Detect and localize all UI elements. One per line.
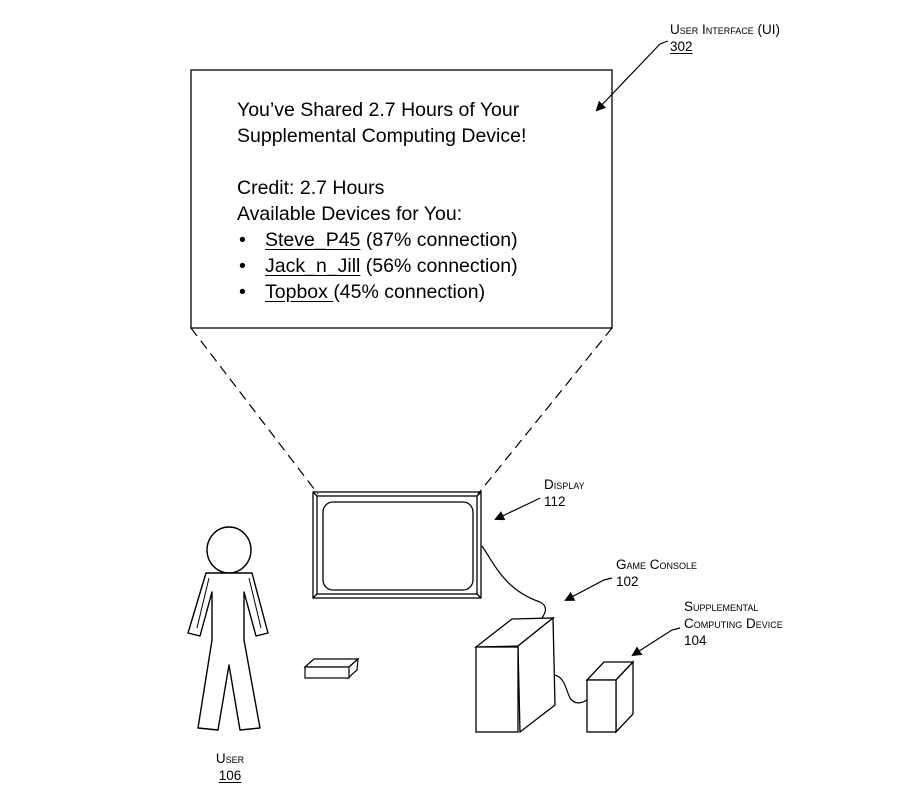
display-label-ref: 112 [544, 494, 566, 509]
device-connection-detail: (56% connection) [360, 255, 518, 277]
game-console [474, 616, 556, 734]
ui-label-name: User Interface (UI) [670, 22, 781, 37]
ui-headline-line2: Supplemental Computing Device! [237, 125, 527, 147]
ui-label: User Interface (UI) 302 [670, 21, 780, 55]
supplemental-computing-device [585, 660, 635, 734]
ui-headline-line1: You’ve Shared 2.7 Hours of Your [237, 99, 520, 121]
device-list-item: Jack_n_Jill (56% connection) [237, 253, 597, 279]
credit-text: Credit: 2.7 Hours [237, 177, 385, 199]
display-device [312, 491, 482, 599]
ui-screen-content: You’ve Shared 2.7 Hours of Your Suppleme… [237, 97, 597, 305]
ui-callout-arrow [595, 40, 669, 112]
display-label-name: Display [544, 477, 585, 492]
projection-line-left [190, 327, 319, 495]
display-console-cable [481, 545, 547, 619]
available-devices-heading: Available Devices for You: [237, 203, 463, 225]
projection-line-right [477, 327, 613, 495]
ui-label-ref: 302 [670, 39, 693, 54]
spacer [237, 149, 597, 175]
device-link-topbox[interactable]: Topbox [265, 281, 334, 303]
user-figure [187, 526, 269, 731]
supplemental-label-line2: Computing Device [684, 616, 783, 631]
device-list-item: Steve_P45 (87% connection) [237, 227, 597, 253]
user-label: User 106 [210, 750, 250, 784]
supplemental-label-line1: Supplemental [684, 599, 759, 614]
console-label-ref: 102 [616, 574, 639, 589]
console-label-name: Game Console [616, 557, 698, 572]
console-callout-arrow [564, 577, 613, 601]
console-supplemental-cable [554, 674, 591, 704]
device-link-jack-n-jill[interactable]: Jack_n_Jill [265, 255, 361, 277]
supplemental-label-ref: 104 [684, 633, 707, 648]
game-controller [303, 657, 360, 680]
device-connection-detail: (45% connection) [333, 281, 486, 303]
user-label-name: User [215, 751, 245, 766]
device-list-item: Topbox (45% connection) [237, 279, 597, 305]
device-link-steve-p45[interactable]: Steve_P45 [265, 229, 361, 251]
user-label-ref: 106 [218, 768, 242, 783]
supplemental-label: Supplemental Computing Device 104 [684, 598, 783, 649]
display-callout-arrow [494, 497, 541, 521]
console-label: Game Console 102 [616, 556, 697, 590]
supplemental-callout-arrow [631, 627, 681, 657]
device-connection-detail: (87% connection) [360, 229, 518, 251]
device-list: Steve_P45 (87% connection) Jack_n_Jill (… [237, 227, 597, 305]
display-label: Display 112 [544, 476, 585, 510]
